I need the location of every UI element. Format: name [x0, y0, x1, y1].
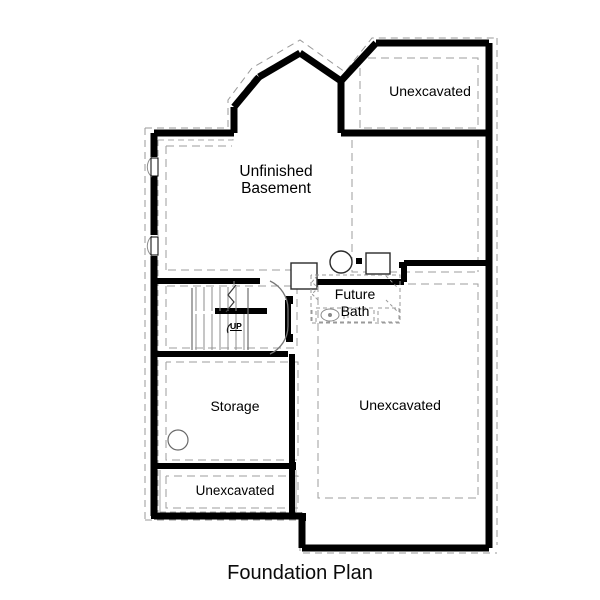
future-bath-fixture-group [320, 308, 340, 322]
room-label-future-bath: Future Bath [334, 286, 376, 319]
interior-wall-group [157, 260, 489, 516]
bath-door-corner-upper [385, 275, 399, 289]
future-bath-group [310, 274, 401, 324]
window-upper-opening [150, 157, 159, 177]
bath-toilet-icon [320, 308, 340, 322]
bath-vanity-icon [315, 307, 345, 323]
room-label-storage: Storage [210, 398, 260, 414]
inner-footing-outline-group [157, 45, 487, 546]
bath-drain-icon [328, 313, 332, 317]
door-swing-upper-icon [269, 280, 289, 310]
window-opening-group [150, 157, 159, 256]
utility-square-left-icon [290, 262, 318, 290]
wall-face-thin-lines [159, 281, 297, 512]
door-swing-lower-icon [269, 325, 289, 355]
stair-up-arrow-icon [226, 323, 232, 334]
storage-floor-drain-icon [167, 429, 189, 451]
room-label-unexcavated-bottom: Unexcavated [195, 483, 275, 498]
wall-jamb-group [151, 262, 406, 521]
bath-linen-icon [377, 307, 400, 323]
bath-door-corner-lower [385, 299, 399, 313]
bath-plumbing-run [311, 275, 319, 301]
stair-break-line [225, 284, 237, 313]
window-lower-opening [150, 236, 159, 256]
interior-dashed-outlines [165, 57, 479, 509]
future-bath-outline [310, 274, 401, 324]
furnace-circle-icon [329, 250, 353, 274]
room-label-unfinished-basement: Unfinished Basement [239, 163, 313, 198]
bath-tub-icon [347, 307, 375, 323]
room-label-unexcavated-mid: Unexcavated [359, 397, 441, 413]
utility-dot-icon [356, 258, 362, 264]
water-heater-square-icon [365, 252, 391, 275]
room-label-unexcavated-top: Unexcavated [389, 83, 471, 99]
footing-outline-group [144, 37, 498, 554]
plan-title: Foundation Plan [227, 562, 373, 584]
double-door-group [269, 280, 289, 355]
stairs-group [191, 284, 249, 350]
exterior-wall-group [150, 39, 493, 552]
stair-direction-label: UP [230, 321, 242, 331]
